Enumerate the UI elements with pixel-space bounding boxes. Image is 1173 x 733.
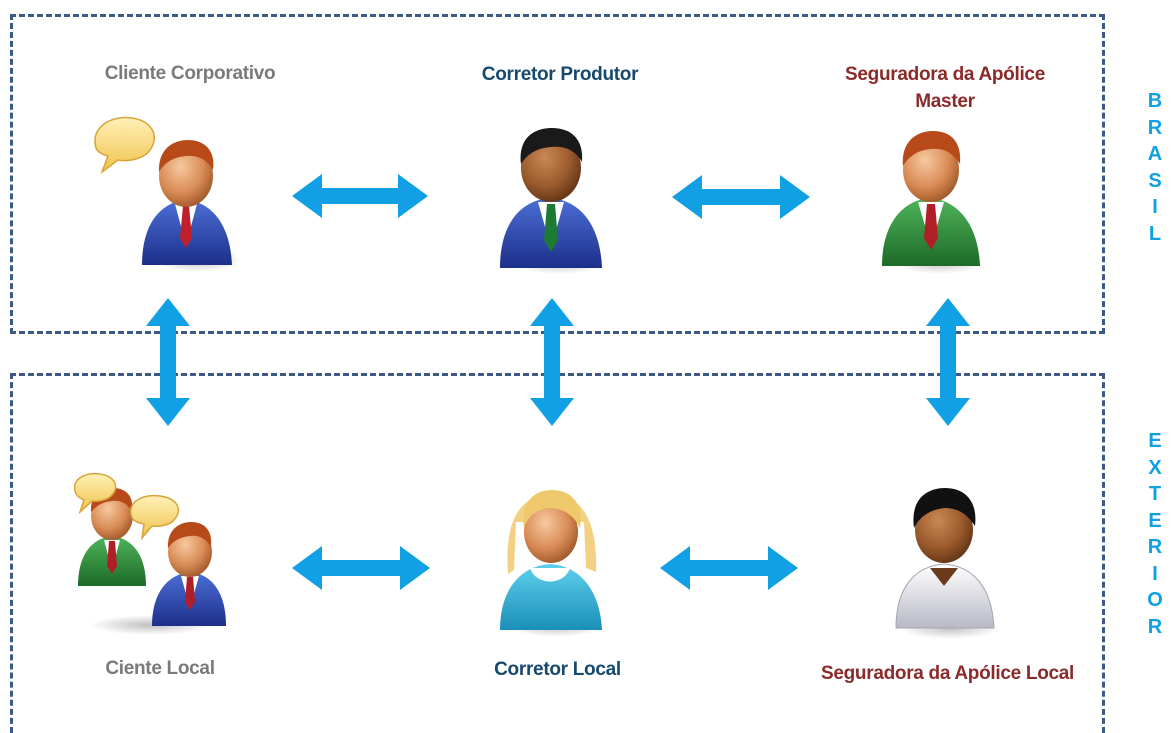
label-cliente-corporativo: Cliente Corporativo	[104, 63, 276, 84]
label-seguradora-master: Seguradora da Apólice Master	[845, 64, 1045, 112]
people-conversation-icon	[73, 472, 226, 635]
arrow-cliente-corretor	[292, 174, 428, 218]
arrow-corretor-seguradora	[672, 175, 810, 219]
person-green-icon	[882, 131, 986, 274]
person-icon	[500, 128, 608, 274]
arrow-corretor-local-seguradora-local	[660, 546, 798, 590]
arrow-cliente-local-corretor-local	[292, 546, 430, 590]
diagram: B R A S I L E X T E R I O R Cliente Corp…	[10, 14, 1163, 733]
person-speech-icon	[94, 116, 242, 272]
arrow-corretor-vertical	[530, 298, 574, 426]
label-cliente-local: Ciente Local	[105, 658, 215, 679]
diagram-graphics	[73, 116, 1000, 639]
label-corretor-produtor: Corretor Produtor	[481, 64, 639, 85]
brasil-side-label: B R A S I L	[1147, 90, 1163, 245]
exterior-side-label: E X T E R I O R	[1147, 430, 1163, 638]
label-corretor-local: Corretor Local	[494, 659, 621, 680]
woman-icon	[500, 490, 602, 637]
arrow-seguradora-vertical	[926, 298, 970, 426]
person-white-shirt-icon	[895, 488, 1000, 639]
label-seguradora-local: Seguradora da Apólice Local	[820, 663, 1075, 684]
arrow-cliente-vertical	[146, 298, 190, 426]
